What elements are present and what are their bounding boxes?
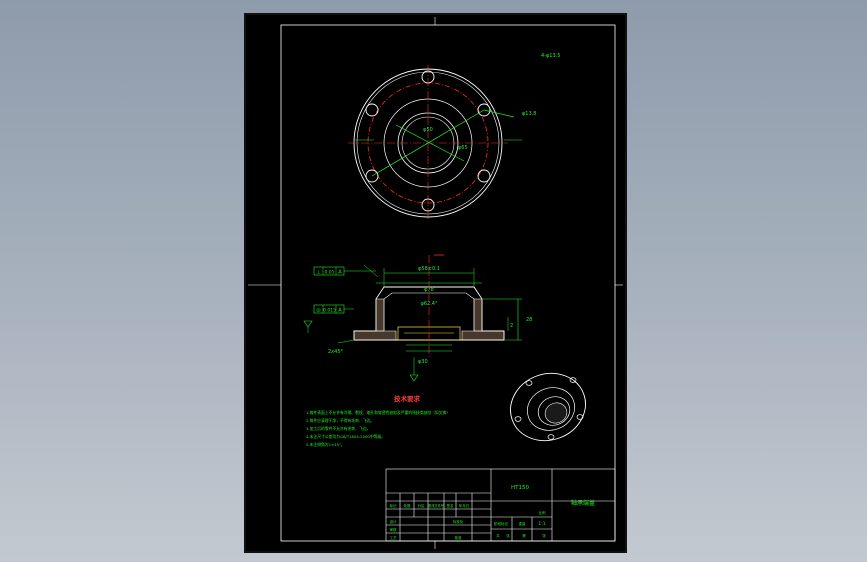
material-label: HT150 (511, 485, 529, 491)
hole-callout: 4-φ13.5 (541, 53, 560, 59)
drawing-sheet: 4-φ13.5 φ13.8 φ50 φ65 φ58±0.1 φ78 (244, 13, 627, 553)
tech-req-item: 4.未注尺寸公差均为GB/T1804-2000中等级。 (306, 434, 385, 439)
tech-req-item: 3.加工后的零件不允许有毛刺、飞边。 (306, 426, 370, 431)
technical-requirements: 技术要求 1.铸件表面上不允许有冷隔、裂纹、缩孔和穿透性缺陷及严重的残缺类缺陷（… (306, 394, 450, 447)
row-cell: 标记 (390, 503, 398, 508)
inner-dimension: φ62.4° (421, 301, 438, 307)
bolt-hole (365, 103, 379, 117)
scale-value: 1:1 (538, 521, 545, 527)
depth-dimension: 2 (510, 323, 513, 329)
tb-label: 审核 (390, 527, 398, 532)
width-dimension: φ78 (424, 287, 434, 293)
inner-diameter-label: φ50 (423, 127, 433, 133)
outer-diameter-label: φ65 (458, 145, 468, 151)
bottom-note: φ30 (418, 359, 428, 365)
datum-frame-1-symbol: ⊥ (316, 270, 320, 276)
row-cell: 更改文件号 (428, 503, 444, 508)
tb-label: 第 (522, 533, 526, 538)
isometric-view (510, 372, 586, 442)
tb-label: 标准化 (453, 519, 464, 524)
right-callout: φ13.8 (522, 111, 536, 117)
tb-label: 张 (542, 533, 546, 538)
tb-label: 工艺 (390, 535, 398, 540)
top-dimension: φ58±0.1 (418, 266, 440, 272)
row-cell: 签名 (447, 503, 454, 508)
height-dimension: 28 (526, 317, 532, 323)
datum-frame-2-symbol: ◎ (316, 308, 321, 314)
cad-drawing: 4-φ13.5 φ13.8 φ50 φ65 φ58±0.1 φ78 (248, 17, 623, 549)
tech-req-title: 技术要求 (394, 394, 421, 403)
bolt-hole (477, 169, 491, 183)
row-cell: 年月日 (459, 503, 470, 508)
tech-req-item: 5.未注倒角为1×45°。 (306, 442, 345, 447)
tb-label: 张 (506, 533, 510, 538)
section-view: φ58±0.1 φ78 φ62.4° 28 2 2x45° φ30 ⊥ 0.01… (303, 254, 532, 382)
title-block (385, 468, 616, 542)
tb-label: 共 (496, 533, 500, 538)
title-block-text: HT150 轴承端盖 1:1 标记 处数 分区 更改文件号 签名 年月日 设计 … (390, 485, 596, 540)
tb-label: 设计 (390, 519, 398, 524)
tb-label: 阶段标记 (494, 521, 508, 526)
tb-label: 批准 (455, 535, 463, 540)
datum-frame-1-ref: A (338, 270, 342, 276)
row-cell: 分区 (418, 503, 426, 508)
datum-frame-1-value: 0.01 (324, 270, 334, 276)
datum-frame-2-ref: A (338, 308, 342, 314)
tb-label: 比例 (539, 510, 547, 515)
chamfer-note: 2x45° (328, 349, 344, 355)
bolt-hole (365, 169, 379, 183)
datum-frame-2-value: 0.015 (323, 308, 336, 314)
row-cell: 处数 (404, 503, 412, 508)
tech-req-item: 2.铸件应清理干净，不得有毛刺、飞边。 (306, 418, 374, 423)
tech-req-item: 1.铸件表面上不允许有冷隔、裂纹、缩孔和穿透性缺陷及严重的残缺类缺陷（如欠铸） (306, 410, 450, 415)
part-name: 轴承端盖 (571, 499, 595, 507)
top-view: 4-φ13.5 φ13.8 φ50 φ65 (348, 53, 560, 221)
bolt-hole (477, 103, 491, 117)
tb-label: 重量 (519, 521, 527, 526)
